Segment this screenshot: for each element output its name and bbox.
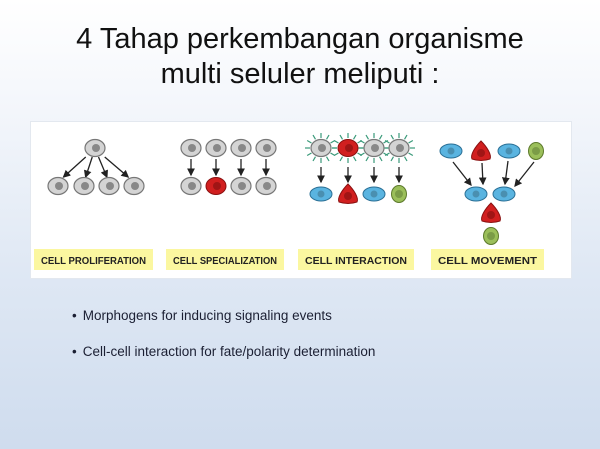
stage-label: CELL PROLIFERATION	[41, 255, 146, 267]
signal-icon	[384, 152, 390, 157]
signal-icon	[359, 152, 365, 157]
signal-icon	[365, 156, 370, 162]
gray-cell	[205, 138, 227, 158]
arrow-icon	[62, 156, 87, 178]
redtri-cell	[481, 202, 501, 223]
gray-cell	[363, 138, 385, 158]
signal-icon	[333, 152, 339, 157]
signal-icon	[403, 134, 408, 140]
slide-title-line-1: 4 Tahap perkembangan organisme	[76, 23, 524, 55]
arrow-icon	[83, 156, 93, 179]
cell-development-figure: CELL PROLIFERATION CELL SPECIALIZATION CEL…	[30, 121, 572, 279]
gray-cell	[98, 176, 120, 196]
signal-icon	[312, 156, 317, 162]
arrow-icon	[97, 156, 108, 179]
blue-cell	[464, 186, 488, 202]
signal-icon	[378, 134, 383, 140]
signal-icon	[365, 134, 370, 140]
green-cell	[391, 185, 407, 203]
bullet-dot: •	[72, 344, 77, 359]
signal-icon	[378, 156, 383, 162]
bullet-item: • Cell-cell interaction for fate/polarity…	[72, 344, 375, 359]
signal-icon	[359, 139, 365, 144]
redtri-cell	[338, 183, 358, 204]
gray-cell	[255, 138, 277, 158]
gray-cell	[84, 138, 106, 158]
signal-icon	[325, 134, 330, 140]
signal-icon	[384, 139, 390, 144]
signal-icon	[390, 134, 395, 140]
gray-cell	[230, 176, 252, 196]
gray-cell	[180, 138, 202, 158]
signal-icon	[352, 156, 357, 162]
stage-label: CELL MOVEMENT	[438, 255, 538, 267]
gray-cell	[73, 176, 95, 196]
red-cell	[205, 177, 227, 195]
gray-cell	[180, 176, 202, 196]
blue-cell	[309, 186, 333, 202]
signal-icon	[339, 156, 344, 162]
arrow-icon	[514, 161, 535, 188]
blue-cell	[492, 186, 516, 202]
arrow-icon	[501, 160, 510, 186]
gray-cell	[47, 176, 69, 196]
gray-cell	[388, 138, 410, 158]
stage-label: CELL SPECIALIZATION	[173, 255, 277, 267]
signal-icon	[325, 156, 330, 162]
signal-icon	[352, 134, 357, 140]
gray-cell	[230, 138, 252, 158]
signal-icon	[408, 139, 414, 144]
signal-icon	[333, 139, 339, 144]
signal-icon	[312, 134, 317, 140]
gray-cell	[310, 138, 332, 158]
blue-cell	[439, 143, 463, 159]
arrow-icon	[104, 156, 130, 178]
signal-icon	[306, 152, 312, 157]
arrow-icon	[452, 161, 472, 187]
label-background	[431, 249, 544, 270]
bullet-item: • Morphogens for inducing signaling event…	[72, 308, 332, 323]
bullet-text: Morphogens for inducing signaling events	[82, 308, 332, 323]
signal-icon	[339, 134, 344, 140]
stage-label: CELL INTERACTION	[305, 255, 407, 267]
gray-cell	[255, 176, 277, 196]
label-background	[298, 249, 414, 270]
bullet-dot: •	[72, 308, 77, 323]
signal-icon	[383, 152, 389, 157]
blue-cell	[497, 143, 521, 159]
signal-icon	[403, 156, 408, 162]
blue-cell	[362, 186, 386, 202]
label-background	[166, 249, 284, 270]
gray-cell	[123, 176, 145, 196]
signal-icon	[306, 139, 312, 144]
signal-icon	[383, 139, 389, 144]
label-background	[34, 249, 153, 270]
signal-icon	[408, 152, 414, 157]
signal-icon	[390, 156, 395, 162]
arrow-icon	[478, 162, 487, 186]
redtri-cell	[471, 140, 491, 161]
bullet-text: Cell-cell interaction for fate/polarity …	[82, 344, 376, 359]
green-cell	[483, 227, 499, 245]
red-cell	[337, 139, 359, 157]
slide-title-line-2: multi seluler meliputi :	[160, 58, 440, 90]
figure-illustration: CELL PROLIFERATION CELL SPECIALIZATION CEL…	[34, 133, 544, 270]
green-cell	[528, 142, 544, 160]
